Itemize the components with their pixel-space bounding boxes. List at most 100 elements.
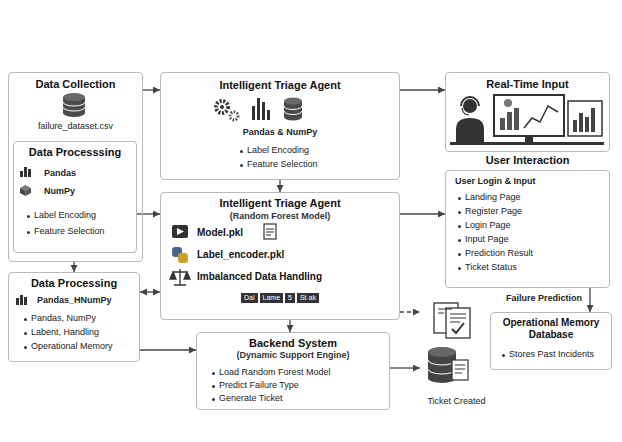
bullet-item: Login Page	[457, 220, 511, 231]
operator-illustration	[462, 108, 469, 115]
model-icon	[177, 228, 184, 235]
operator-illustration	[573, 120, 577, 132]
ticket-database-icon	[452, 360, 468, 380]
document-icon	[446, 308, 470, 338]
tool-label: Pandas_HNumPy	[37, 295, 112, 306]
tool-label: Pandas	[44, 168, 76, 179]
dashed-connector	[400, 311, 420, 312]
ui-panel: User InteractionUser Login & InputLandin…	[445, 154, 610, 288]
pandas-icon	[24, 297, 27, 305]
pandas-icon	[20, 167, 31, 177]
process-box: Data ProcessingPandas_HNumPyPandas, NumP…	[8, 272, 140, 362]
arrow-connector	[73, 262, 74, 272]
box-heading: Data Processing	[31, 277, 117, 290]
pandas-icon	[24, 167, 27, 177]
arrow-connector	[589, 288, 590, 312]
process-box: Intelligent Triage AgentPandas & NumPyLa…	[160, 72, 400, 180]
bullet-item: Input Page	[457, 234, 509, 245]
operator-illustration	[568, 101, 602, 136]
edge-label: Failure Prediction	[504, 293, 584, 304]
bullet-item: Register Page	[457, 206, 522, 217]
bullet-item: Feature Selection	[26, 226, 105, 237]
file-label: Model.pkl	[197, 227, 243, 239]
subheading: (Dynamic Support Engine)	[236, 350, 349, 361]
subheading: (Random Forest Model)	[230, 211, 331, 222]
tool-label: Pandas & NumPy	[243, 127, 318, 138]
arrow-connector	[400, 213, 445, 214]
pandas-icon	[257, 98, 260, 120]
tag-chip: Lame	[260, 293, 284, 303]
tool-label: User Login & Input	[455, 176, 536, 187]
file-label: Label_encoder.pkl	[197, 249, 284, 261]
gear-icon	[216, 101, 228, 113]
scales-icon	[170, 269, 190, 285]
pandas-icon	[20, 171, 23, 177]
operator-illustration	[450, 142, 604, 145]
tag-chip: Dal	[241, 293, 258, 303]
numpy-icon	[26, 188, 32, 196]
operator-illustration	[514, 108, 519, 130]
pandas-icon	[20, 295, 23, 305]
operator-illustration	[591, 108, 595, 132]
operator-illustration	[504, 99, 512, 107]
caption-text: Ticket Created	[427, 396, 485, 407]
model-icon	[172, 224, 276, 239]
document-icon	[434, 303, 470, 338]
operator-illustration	[525, 136, 533, 142]
operator-illustration	[494, 95, 564, 136]
bullet-item: Stores Past Incidents	[501, 349, 594, 360]
python-icon	[178, 253, 188, 263]
python-icon	[172, 247, 188, 263]
bullet-item: Ticket Status	[457, 262, 517, 273]
operator-illustration	[500, 118, 505, 130]
backend-box: Backend System(Dynamic Support Engine)Lo…	[196, 332, 390, 410]
tag-chip: 5	[285, 293, 295, 303]
ticket-database-icon	[428, 347, 468, 383]
pandas-icon	[267, 110, 270, 120]
bullet-item: Label Encoding	[26, 210, 96, 221]
input-panel: Real-Time Input	[445, 72, 610, 152]
model-icon	[266, 229, 274, 235]
bullet-item: Prediction Result	[457, 248, 533, 259]
operator-illustration	[524, 106, 558, 128]
bullet-item: Operational Memory	[23, 341, 113, 352]
process-box: Data ProcesssingPandasNumPyLabel Encodin…	[13, 141, 137, 253]
arrow-connector	[143, 89, 160, 90]
ticket-database-icon	[455, 365, 465, 373]
scales-icon	[170, 272, 190, 279]
bullet-item: Pandas, NumPy	[23, 313, 96, 324]
model-icon	[172, 225, 188, 238]
database-icon	[63, 93, 85, 101]
operator-illustration	[507, 112, 512, 130]
model-icon	[264, 224, 276, 239]
document-icon	[452, 323, 464, 333]
numpy-icon	[20, 188, 26, 196]
operator-illustration	[456, 118, 484, 142]
arrow-connector	[400, 89, 445, 90]
gear-icon	[220, 105, 224, 109]
database-icon	[284, 98, 302, 121]
bullet-item: Label Encoding	[239, 145, 309, 156]
box-heading: Data Processsing	[29, 146, 121, 159]
caption-text: failure_dataset.csv	[38, 121, 113, 132]
ticket-database-icon	[428, 347, 456, 357]
tag-chip: St ak	[297, 293, 319, 303]
arrow-connector	[140, 349, 196, 350]
tag-strip: DalLame5St ak	[241, 293, 321, 303]
box-heading: Real-Time Input	[486, 78, 568, 91]
pandas-icon	[262, 102, 265, 120]
bullet-item: Feature Selection	[239, 159, 318, 170]
box-heading: Data Collection	[35, 78, 115, 91]
tool-label: NumPy	[44, 186, 75, 197]
gear-icon	[216, 101, 238, 120]
pandas-icon	[252, 106, 255, 120]
operator-illustration	[450, 95, 604, 145]
source-panel: Data Collection failure_dataset.csvData P…	[8, 72, 143, 262]
database-icon	[63, 102, 85, 111]
bullet-item: Load Random Forest Model	[211, 367, 331, 378]
document-icon	[438, 309, 466, 322]
bullet-item: Generate Ticket	[211, 393, 283, 404]
box-heading: Intelligent Triage Agent	[219, 197, 340, 210]
pandas-icon	[16, 295, 27, 305]
pandas-icon	[16, 298, 19, 305]
